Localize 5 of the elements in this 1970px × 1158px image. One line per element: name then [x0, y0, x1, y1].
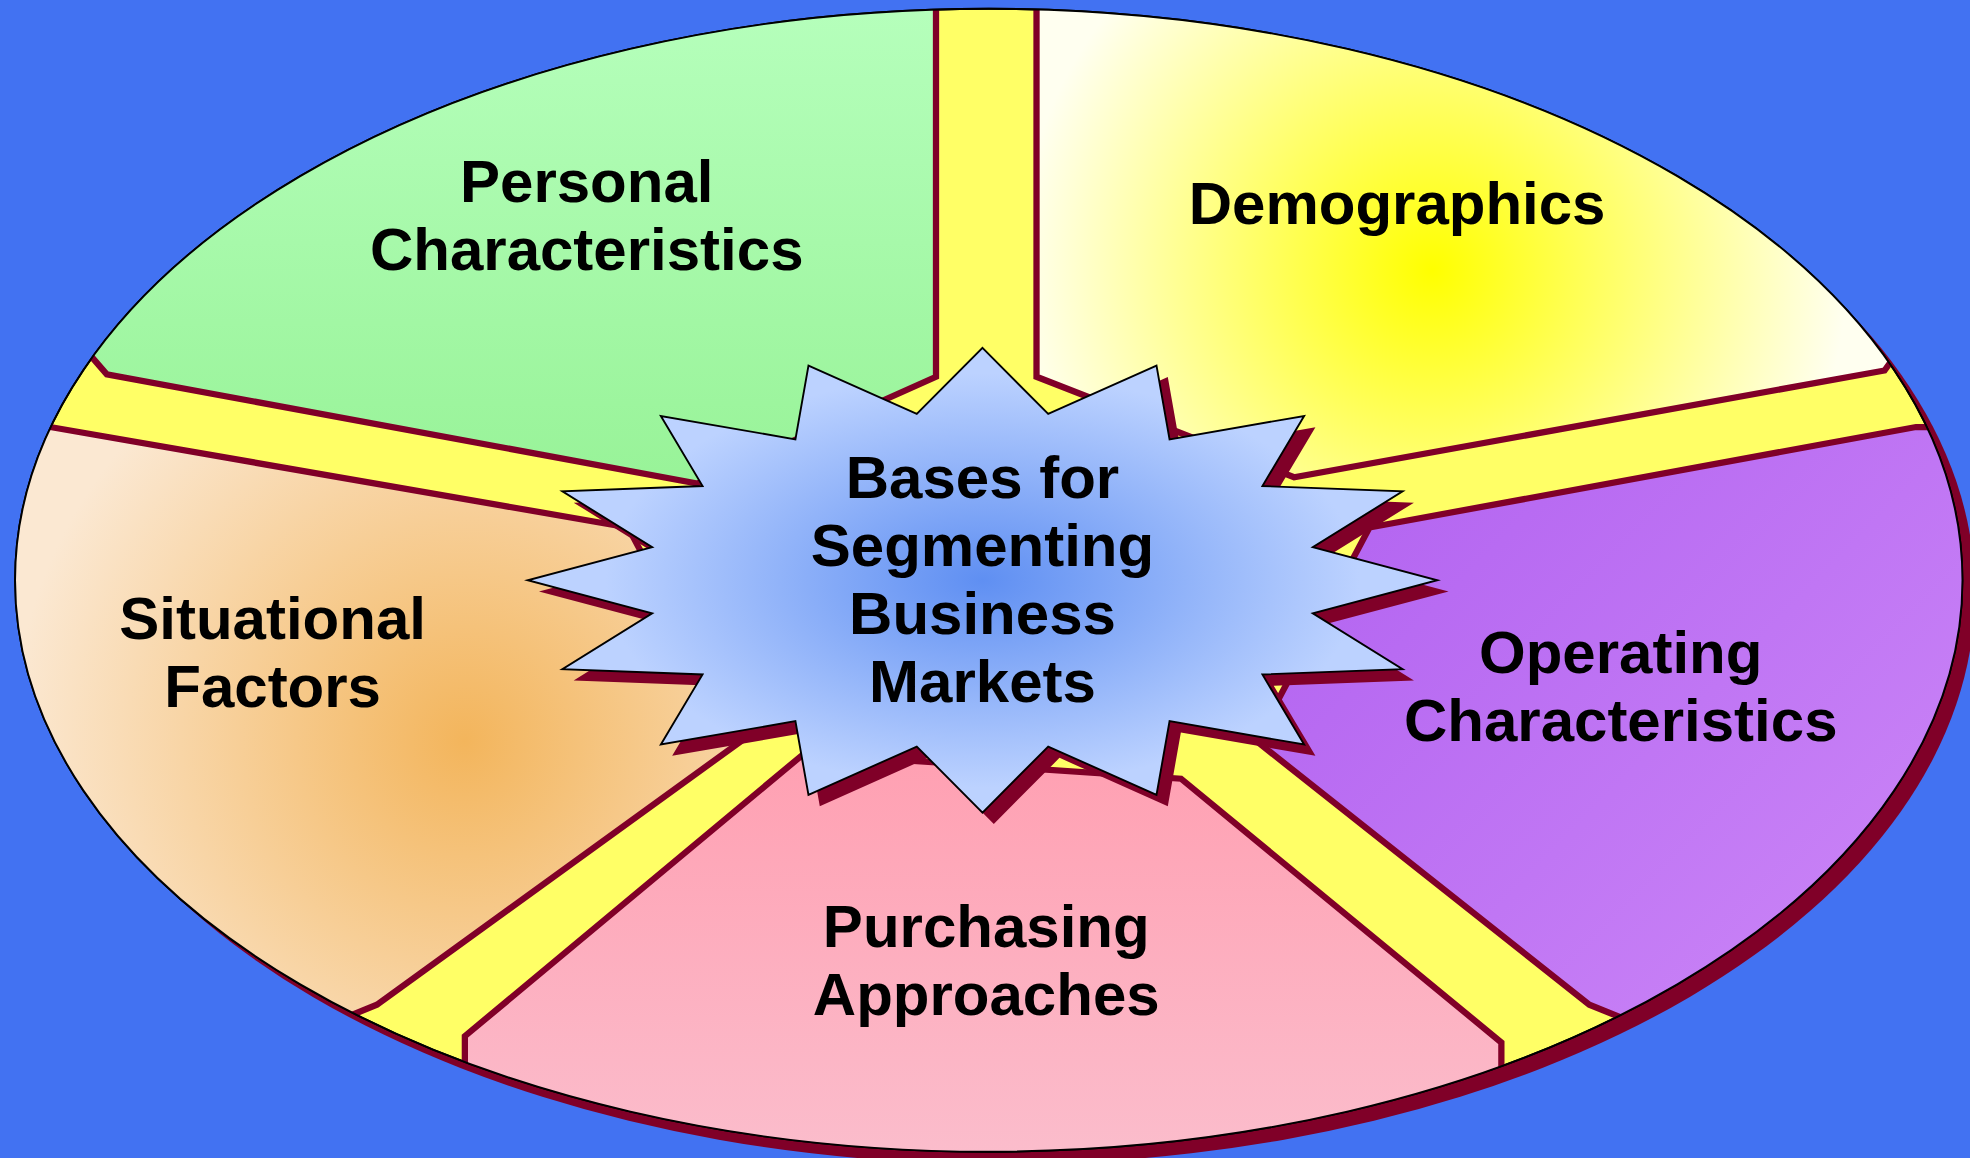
segment-label: Situational Factors	[71, 585, 474, 722]
segment-label: Personal Characteristics	[310, 148, 864, 284]
segment-label: Purchasing Approaches	[709, 893, 1263, 1029]
segment-label: Demographics	[1188, 169, 1606, 238]
segment-label: Operating Characteristics	[1403, 619, 1838, 756]
